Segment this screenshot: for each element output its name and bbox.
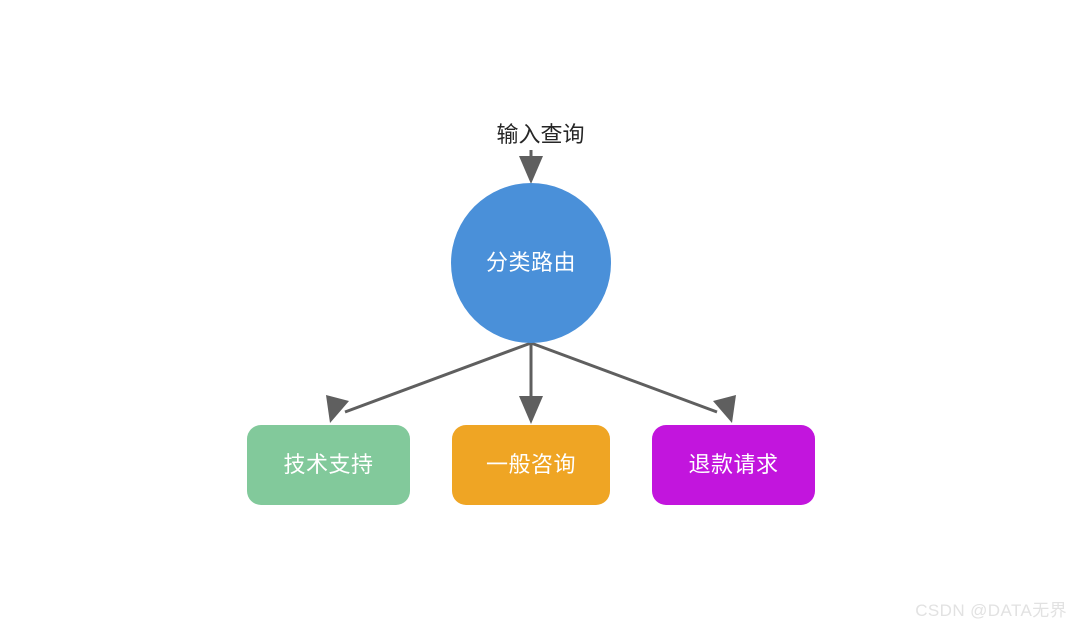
- node-refund-request[interactable]: 退款请求: [652, 425, 815, 505]
- edge-router-to-general: [519, 343, 543, 424]
- node-technical-support[interactable]: 技术支持: [247, 425, 410, 505]
- node-router[interactable]: 分类路由: [451, 183, 611, 343]
- arrowhead-icon: [713, 395, 736, 423]
- arrowhead-icon: [519, 396, 543, 424]
- node-technical-support-label: 技术支持: [283, 452, 374, 477]
- edge-router-to-support: [326, 341, 532, 423]
- watermark: CSDN @DATA无界: [915, 601, 1067, 620]
- edge-router-to-refund: [530, 341, 736, 423]
- node-general-inquiry[interactable]: 一般咨询: [452, 425, 610, 505]
- down-arrow-icon: [519, 156, 543, 184]
- edge-entry-to-router: [519, 150, 543, 184]
- node-refund-request-label: 退款请求: [688, 452, 779, 477]
- arrowhead-icon: [326, 395, 349, 423]
- entry-edge-label: 输入查询: [496, 122, 585, 147]
- node-general-inquiry-label: 一般咨询: [485, 452, 576, 477]
- node-router-label: 分类路由: [485, 250, 576, 275]
